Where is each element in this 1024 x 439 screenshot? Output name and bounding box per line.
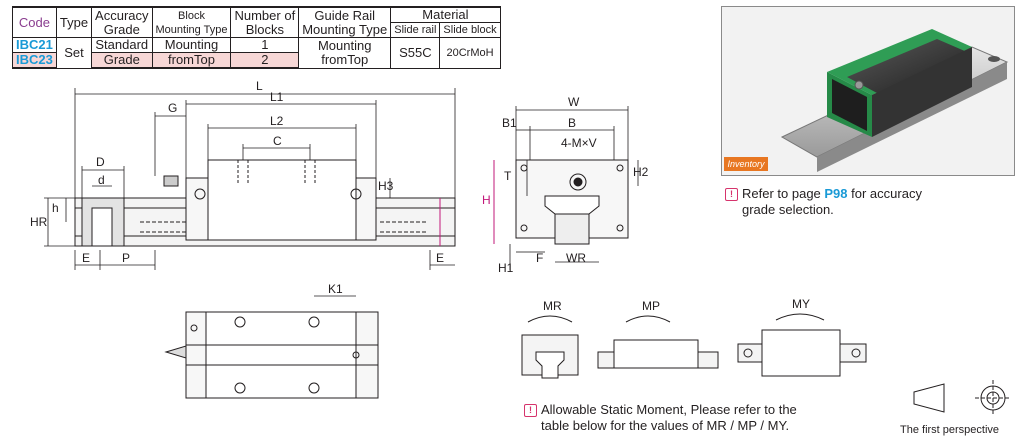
moment-MP: MP: [642, 299, 660, 313]
dim-E-left: E: [82, 251, 90, 265]
block-side: [872, 47, 972, 137]
mp-block-icon: [613, 339, 699, 369]
grease-nipple-front: [163, 175, 179, 187]
dim-G: G: [168, 101, 177, 115]
dim-K1: K1: [328, 282, 343, 296]
dim-HR: HR: [30, 215, 48, 229]
my-hole: [851, 348, 861, 358]
corner-screw: [616, 224, 624, 232]
accuracy-page-ref: P98: [824, 186, 848, 201]
dim-WR: WR: [566, 251, 586, 265]
header-slide-rail: Slide rail: [390, 22, 441, 38]
warning-icon: !: [725, 188, 738, 201]
top-screw: [234, 382, 246, 394]
linear-guide-illustration: [780, 29, 1009, 172]
screw-hole: [194, 188, 206, 200]
dim-B: B: [568, 116, 576, 130]
seal-face: [832, 79, 867, 131]
rail-hole: [988, 56, 1000, 62]
dim-H3: H3: [378, 179, 394, 193]
dim-H1: H1: [498, 261, 514, 275]
side-dimension-lines: [509, 106, 639, 270]
grease-port-center: [573, 177, 583, 187]
dimension-lines: [44, 88, 456, 270]
mr-rail-icon: [535, 351, 565, 379]
top-view-body: [205, 311, 357, 399]
block-mounting-line1: Mounting: [151, 37, 232, 53]
end-screw: [352, 351, 360, 359]
dim-T: T: [504, 169, 512, 183]
accuracy-note: !Refer to page P98 for accuracy grade se…: [725, 186, 922, 218]
my-hole: [743, 348, 753, 358]
dim-H: H: [482, 193, 491, 207]
bolt-hole: [91, 207, 113, 247]
header-code: Code: [12, 6, 57, 38]
slide-rail-material: S55C: [390, 37, 441, 69]
screw-hole: [350, 188, 362, 200]
top-screw: [308, 316, 320, 328]
inventory-badge: Inventory: [724, 157, 768, 171]
grease-port: [569, 173, 587, 191]
dim-F: F: [536, 251, 543, 265]
dim-L: L: [256, 79, 263, 93]
dim-W: W: [568, 95, 580, 109]
code-ibc23: IBC23: [12, 52, 57, 69]
perspective-label: The first perspective: [900, 424, 1000, 436]
dim-h: h: [52, 201, 59, 215]
dimension-labels: L L1 L2 C G D d h HR H3 E P E W B B1 4-M…: [30, 79, 810, 313]
block-mounting-line2: fromTop: [151, 52, 232, 69]
corner-screw: [520, 224, 528, 232]
mr-arrow: [527, 315, 573, 323]
accuracy-line1: Standard: [91, 37, 153, 53]
dim-D: D: [96, 155, 105, 169]
dim-d: d: [98, 173, 105, 187]
dim-L2: L2: [270, 114, 284, 128]
moment-MY: MY: [792, 297, 810, 311]
dim-C: C: [273, 134, 282, 148]
mp-arrow: [625, 315, 671, 323]
blocks-row2: 2: [230, 52, 300, 69]
grease-nipple: [854, 80, 864, 90]
hidden-line: [140, 221, 428, 233]
type-cell: Set: [55, 37, 93, 69]
projection-cone: [913, 383, 945, 413]
dim-P: P: [122, 251, 130, 265]
tapped-hole-hidden: [237, 160, 316, 184]
code-ibc21: IBC21: [12, 37, 57, 53]
my-arrow: [775, 313, 825, 321]
corner-screw: [616, 164, 624, 172]
my-block-icon: [761, 329, 841, 377]
warning-icon: !: [524, 404, 537, 417]
dim-L1: L1: [270, 90, 284, 104]
product-photo: Inventory: [721, 6, 1015, 176]
header-type: Type: [55, 6, 93, 38]
header-slide-block: Slide block: [439, 22, 501, 38]
dim-B1: B1: [502, 116, 517, 130]
slide-block-material: 20CrMoH: [439, 37, 501, 69]
top-screw: [308, 382, 320, 394]
top-screw: [234, 316, 246, 328]
grease-nipple-top: [164, 345, 187, 359]
block-body-front: [207, 159, 357, 241]
rail-profile-body: [554, 213, 590, 245]
moment-note: !Allowable Static Moment, Please refer t…: [524, 402, 797, 434]
block-body: [847, 39, 967, 93]
end-screw: [190, 324, 198, 332]
dim-H2: H2: [633, 165, 649, 179]
accuracy-line2: Grade: [91, 52, 153, 69]
dim-MV: 4-M×V: [561, 136, 597, 150]
moment-MR: MR: [543, 299, 562, 313]
dim-E-right: E: [436, 251, 444, 265]
